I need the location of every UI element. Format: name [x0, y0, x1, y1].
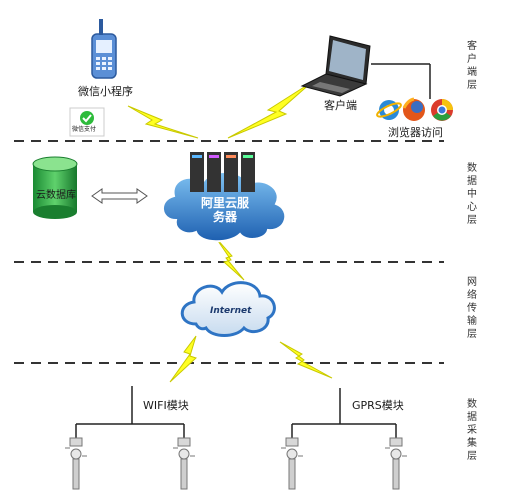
layer-label-data-center: 数据中心层	[467, 163, 477, 226]
label-aliyun-server-line1: 阿里云服	[200, 196, 249, 210]
firefox-icon	[402, 97, 425, 121]
label-internet: Internet	[210, 306, 252, 316]
label-wechat-pay: 微信支付	[72, 126, 97, 133]
layer-label-client: 客户端层	[467, 41, 477, 91]
label-client: 客户端	[324, 99, 357, 112]
label-browser-access: 浏览器访问	[388, 126, 443, 139]
sensor-device-icon	[65, 437, 87, 490]
lightning-bolt-client	[227, 81, 313, 139]
sensor-device-icon	[385, 437, 407, 490]
layer-label-network: 网络传输层	[467, 277, 477, 340]
laptop-icon	[300, 35, 371, 97]
database-icon	[32, 156, 78, 219]
internet-cloud-icon	[180, 281, 276, 337]
label-wifi-module: WIFI模块	[143, 399, 189, 412]
wechat-pay-icon	[69, 107, 105, 137]
label-aliyun-server-line2: 务器	[212, 210, 237, 224]
lightning-bolt-wechat	[127, 105, 199, 139]
label-gprs-module: GPRS模块	[352, 399, 404, 412]
bidirectional-arrow	[91, 188, 148, 204]
sensor-device-icon	[173, 437, 195, 490]
label-cloud-db: 云数据库	[36, 190, 76, 201]
mobile-phone-icon	[91, 19, 117, 79]
ie-browser-icon	[376, 100, 402, 120]
wifi-tree	[75, 386, 185, 438]
lightning-bolt-server-internet	[215, 237, 245, 281]
label-wechat-miniprogram: 微信小程序	[78, 85, 133, 98]
label-aliyun-server: 阿里云服 务器	[198, 196, 252, 224]
chrome-icon	[431, 99, 453, 121]
gprs-tree	[291, 388, 397, 438]
layer-label-collection: 数据采集层	[467, 399, 477, 462]
lightning-bolt-gprs	[279, 341, 333, 379]
lightning-bolt-wifi	[169, 335, 197, 383]
sensor-device-icon	[281, 437, 303, 490]
server-rack-icon	[190, 152, 255, 192]
